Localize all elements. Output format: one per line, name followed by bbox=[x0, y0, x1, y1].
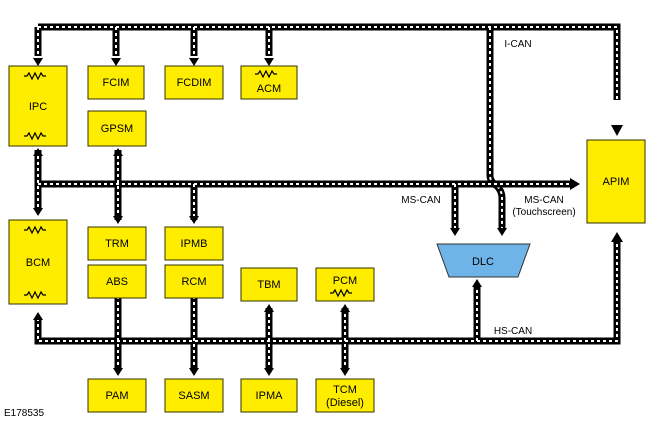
module-fcdim: FCDIM bbox=[164, 65, 224, 100]
pam-label: PAM bbox=[105, 390, 128, 402]
dlc-label: DLC bbox=[472, 256, 494, 268]
module-pcm: PCM bbox=[315, 267, 375, 302]
module-sasm: SASM bbox=[164, 378, 224, 413]
bcm-label: BCM bbox=[26, 257, 50, 269]
mscan-touch-sublabel: (Touchscreen) bbox=[512, 207, 575, 218]
ipmb-label: IPMB bbox=[181, 238, 208, 250]
trm-label: TRM bbox=[105, 238, 129, 250]
module-pam: PAM bbox=[87, 378, 147, 413]
mscan-bus bbox=[34, 150, 570, 230]
rcm-label: RCM bbox=[181, 276, 206, 288]
ipma-label: IPMA bbox=[256, 390, 284, 402]
pcm-label: PCM bbox=[333, 275, 357, 287]
module-ipmb: IPMB bbox=[164, 226, 224, 261]
fcim-label: FCIM bbox=[103, 77, 130, 89]
ipc-label: IPC bbox=[29, 101, 47, 113]
arrowheads bbox=[33, 58, 623, 376]
fcdim-label: FCDIM bbox=[177, 77, 212, 89]
acm-label: ACM bbox=[257, 83, 281, 95]
module-apim: APIM bbox=[586, 139, 646, 224]
apim-label: APIM bbox=[603, 176, 630, 188]
module-dlc: DLC bbox=[436, 243, 531, 278]
figure-id: E178535 bbox=[4, 408, 44, 419]
ican-label: I-CAN bbox=[504, 39, 531, 50]
module-tcm: TCM (Diesel) bbox=[315, 378, 375, 413]
module-gpsm: GPSM bbox=[87, 110, 147, 147]
gpsm-label: GPSM bbox=[101, 123, 133, 135]
module-acm: ACM bbox=[240, 65, 298, 100]
tcm-sublabel: (Diesel) bbox=[326, 397, 364, 409]
module-tbm: TBM bbox=[240, 267, 298, 302]
module-ipma: IPMA bbox=[240, 378, 298, 413]
tbm-label: TBM bbox=[257, 279, 280, 291]
mscan-label: MS-CAN bbox=[401, 195, 440, 206]
module-rcm: RCM bbox=[164, 264, 224, 299]
module-trm: TRM bbox=[87, 226, 147, 261]
mscan-touch-label: MS-CAN bbox=[524, 195, 563, 206]
hscan-label: HS-CAN bbox=[494, 326, 532, 337]
hscan-bus bbox=[34, 240, 621, 370]
abs-label: ABS bbox=[106, 276, 128, 288]
sasm-label: SASM bbox=[178, 390, 209, 402]
module-fcim: FCIM bbox=[87, 65, 145, 100]
module-ipc: IPC bbox=[8, 65, 68, 147]
tcm-label: TCM bbox=[333, 384, 357, 396]
module-abs: ABS bbox=[87, 264, 147, 299]
module-bcm: BCM bbox=[8, 219, 68, 305]
